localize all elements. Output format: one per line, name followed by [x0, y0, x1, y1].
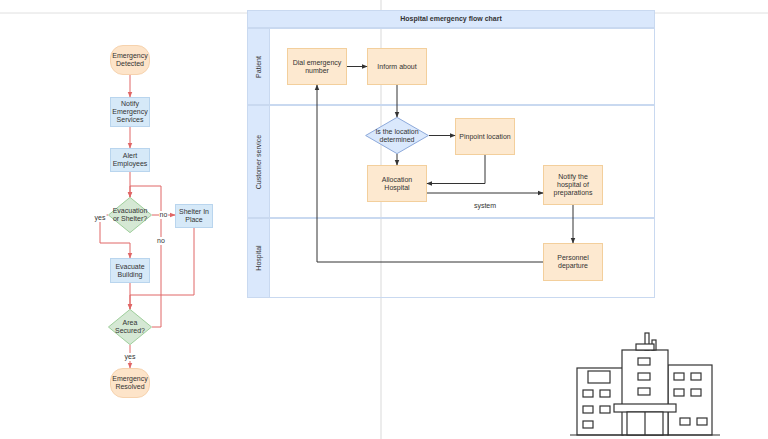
decision-diamond: Evacuation or Shelter?: [108, 197, 152, 233]
edge-label: yes: [124, 353, 137, 361]
connector: [427, 155, 485, 184]
lane-title: Patient: [255, 56, 263, 78]
lane-header: Hospital: [247, 218, 270, 298]
diamond-shape: [108, 309, 151, 344]
process-box: Notify Emergency Services: [110, 97, 150, 127]
lane-header: Customer service: [247, 105, 270, 218]
terminal-box: Emergency Resolved: [110, 368, 150, 398]
node-text: Is the location determined: [367, 128, 427, 144]
node-text: Notify Emergency Services: [110, 100, 149, 124]
process-box: Evacuate Building: [110, 258, 150, 283]
process-box: Alert Employees: [110, 148, 150, 172]
swimlane-pool: Hospital emergency flow chartPatient Dial…: [247, 10, 655, 298]
connector: [130, 75, 131, 97]
connector: [317, 85, 543, 262]
connector: [573, 205, 574, 243]
node-text: Emergency Detected: [110, 52, 149, 68]
hospital-illustration: [570, 333, 720, 435]
swimlane-lane: Patient Dial emergency number Inform about: [247, 28, 655, 105]
edge-label: no: [156, 237, 166, 245]
lane-header: Patient: [247, 28, 270, 105]
swimlane-lane: Hospital Personnel departure: [247, 218, 655, 298]
node-text: Evacuate Building: [111, 263, 149, 279]
process-box: Dial emergency number: [287, 48, 347, 85]
node-text: Notify the hospital of preparations: [544, 173, 602, 197]
process-box: Shelter In Place: [175, 204, 213, 228]
terminal-box: Emergency Detected: [110, 45, 150, 75]
node-text: Dial emergency number: [288, 59, 346, 75]
connector: [130, 186, 161, 327]
decision-diamond: Area Secured?: [108, 309, 152, 345]
edge-label: system: [473, 202, 497, 210]
lane-title: Hospital: [255, 245, 263, 270]
process-box: Pinpoint location: [455, 118, 515, 155]
node-text: Area Secured?: [110, 319, 150, 335]
pool-title: Hospital emergency flow chart: [247, 10, 655, 28]
node-text: Inform about: [375, 63, 418, 71]
node-text: Allocation Hospital: [368, 176, 426, 192]
node-text: Personnel departure: [544, 254, 602, 270]
swimlane-lane: Customer service Is the location determin…: [247, 105, 655, 218]
connector: [397, 85, 398, 117]
connector: [130, 228, 194, 309]
connector: [130, 172, 131, 197]
node-text: Evacuation or Shelter?: [110, 207, 150, 223]
diamond-shape: [366, 117, 429, 153]
connector: [397, 154, 398, 165]
process-box: Notify the hospital of preparations: [543, 165, 603, 205]
lane-title: Customer service: [255, 134, 263, 188]
process-box: Personnel departure: [543, 243, 603, 281]
node-text: Emergency Resolved: [110, 375, 149, 391]
connector: [130, 127, 131, 148]
node-text: Alert Employees: [111, 152, 150, 168]
connector: [429, 135, 455, 136]
edge-label: no: [159, 211, 169, 219]
process-box: Inform about: [367, 48, 427, 85]
edge-label: yes: [94, 214, 107, 222]
node-text: Pinpoint location: [457, 133, 512, 141]
process-box: Allocation Hospital: [367, 165, 427, 202]
connector: [130, 283, 131, 309]
connector: [427, 193, 543, 194]
decision-diamond: Is the location determined: [365, 117, 429, 154]
node-text: Shelter In Place: [176, 208, 212, 224]
connector: [347, 66, 367, 67]
diamond-shape: [108, 197, 151, 232]
